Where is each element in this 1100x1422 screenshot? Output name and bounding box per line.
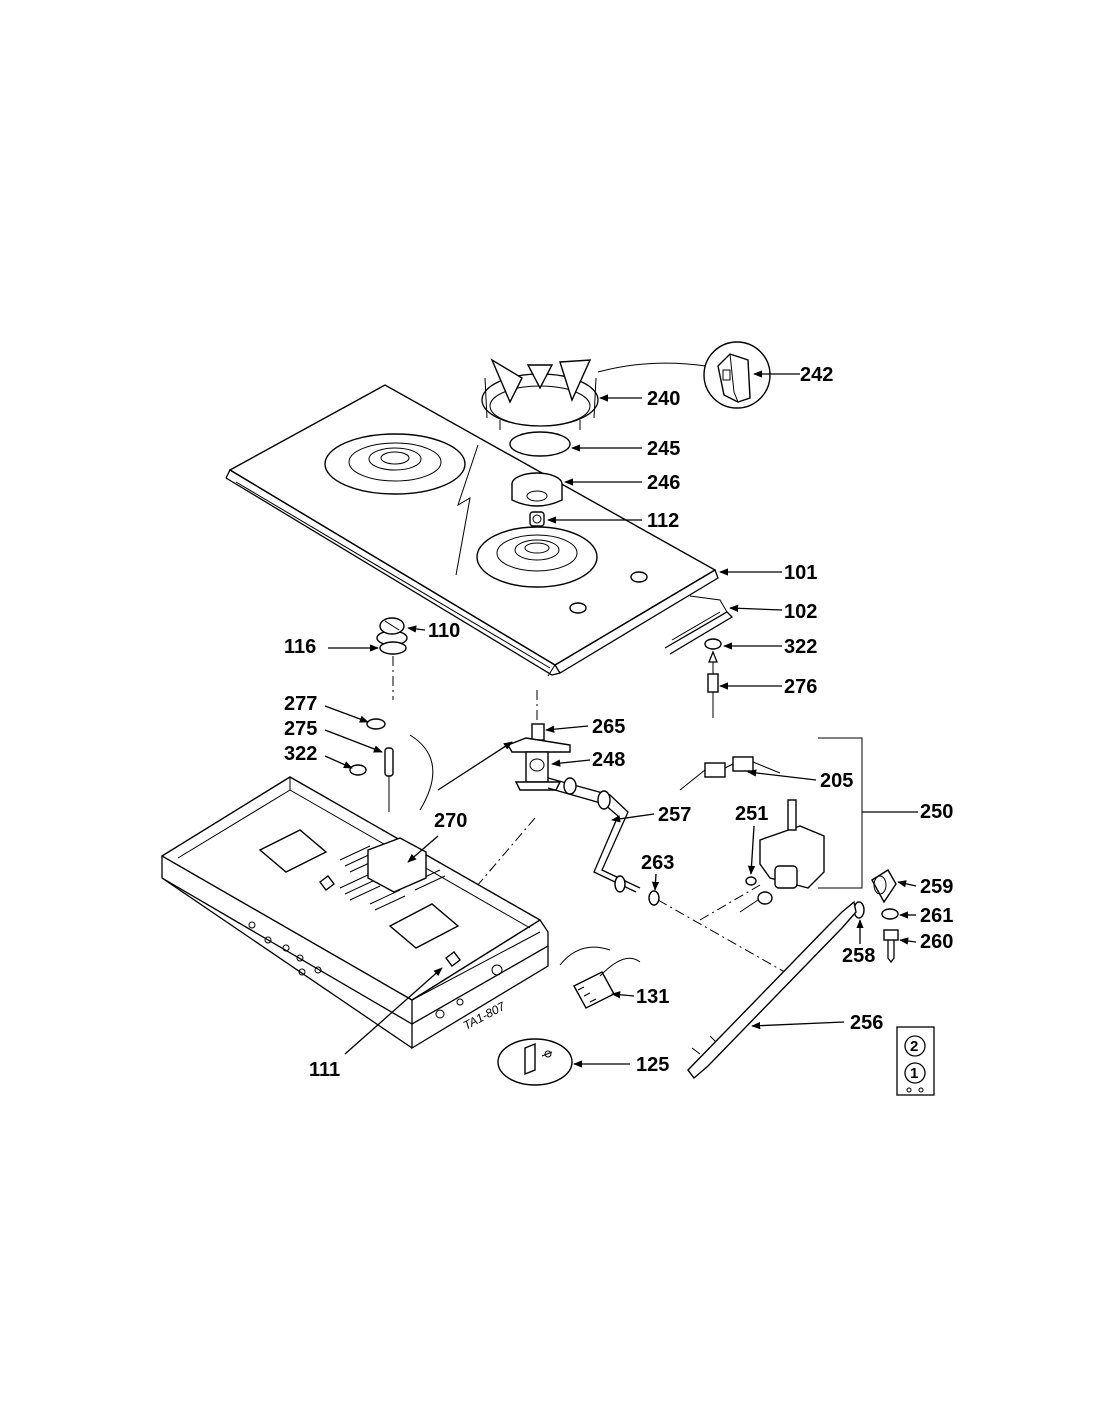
label-250: 250 [920,801,953,823]
spacer-ring [704,638,722,650]
label-131: 131 [636,986,669,1008]
rear-burner-base [324,433,466,495]
elbow-fitting [871,869,897,904]
support-bar [687,900,857,1080]
leader-arrows [324,370,918,1068]
orifice [529,511,545,527]
label-248: 248 [592,749,625,771]
wiring-harness [679,756,781,791]
burner-head [511,472,563,507]
bolt [883,929,899,964]
clip-detail [497,1038,573,1086]
label-110: 110 [428,620,460,642]
label-112: 112 [647,510,679,532]
label-111: 111 [309,1059,340,1081]
control-hole [630,571,648,583]
label-275: 275 [284,718,317,740]
label-240: 240 [647,388,680,410]
valve-axis-line [699,884,761,921]
control-hole [569,602,587,614]
spacer-ring [349,764,367,776]
burner-cap [509,431,571,457]
label-265: 265 [592,716,625,738]
label-261: 261 [920,905,953,927]
label-277: 277 [284,693,317,715]
tube-axis-line [657,899,791,976]
spark-washer [366,718,386,730]
label-102: 102 [784,601,817,623]
label-258: 258 [842,945,875,967]
gas-nozzle [531,723,545,741]
trim-strip [664,595,734,655]
label-125: 125 [636,1054,669,1076]
label-242: 242 [800,364,833,386]
label-260: 260 [920,931,953,953]
knob-bezel [379,641,407,655]
control-knob [376,617,408,646]
label-263: 263 [641,852,674,874]
label-256: 256 [850,1012,883,1034]
gas-valve [739,799,825,913]
label-322-right: 322 [784,636,817,658]
version-badge: 2 1 [896,1026,935,1096]
grate-foot-detail [597,341,771,409]
terminal-block [559,946,641,1009]
front-burner-base [476,526,598,588]
label-257: 257 [658,804,691,826]
washer [881,908,899,920]
label-116: 116 [284,636,316,658]
label-205: 205 [820,770,853,792]
badge-top: 2 [910,1038,918,1055]
callout-arc [409,734,434,811]
gas-tube [547,777,641,893]
label-245: 245 [647,438,680,460]
label-246: 246 [647,472,680,494]
burner-bracket [506,737,571,791]
igniter-electrode [707,650,719,718]
label-251: 251 [735,803,768,825]
cooktop-top-panel [225,384,719,677]
spark-electrode [384,747,394,812]
label-101: 101 [784,562,817,584]
label-322-left: 322 [284,743,317,765]
burner-box [160,776,549,1050]
burner-grate [481,358,599,430]
badge-bottom: 1 [910,1065,918,1082]
label-276: 276 [784,676,817,698]
assembly-bracket [818,737,863,889]
label-270: 270 [434,810,467,832]
o-ring [648,890,660,906]
label-259: 259 [920,876,953,898]
